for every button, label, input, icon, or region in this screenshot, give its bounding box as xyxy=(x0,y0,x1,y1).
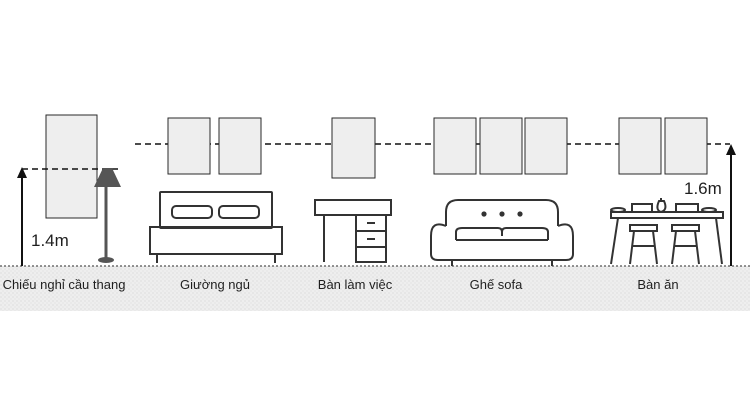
stair-height-arrow xyxy=(17,167,27,266)
sofa-frame xyxy=(479,117,523,175)
sofa-frame xyxy=(524,117,568,175)
dining-frame xyxy=(618,117,662,175)
desk-icon xyxy=(314,199,392,263)
dining-height-value: 1.6m xyxy=(684,179,722,198)
bedroom-frame xyxy=(167,117,211,175)
dining-height-arrow xyxy=(726,144,736,266)
floor-lamp-icon xyxy=(94,168,121,263)
label-dining: Bàn ăn xyxy=(637,277,678,292)
label-bedroom: Giường ngủ xyxy=(180,277,250,292)
sofa-icon xyxy=(430,199,574,266)
sofa-section xyxy=(430,117,574,266)
dining-table-icon xyxy=(610,198,724,265)
floor-band xyxy=(0,266,750,311)
bedroom-section xyxy=(149,117,283,263)
label-desk: Bàn làm việc xyxy=(318,277,393,292)
bedroom-frame xyxy=(218,117,262,175)
stair-height-value: 1.4m xyxy=(31,231,69,250)
label-sofa: Ghế sofa xyxy=(470,277,524,292)
desk-frame xyxy=(331,117,376,179)
stair-frame xyxy=(45,114,98,219)
dining-frame xyxy=(664,117,708,175)
dining-section xyxy=(610,117,736,266)
sofa-frame xyxy=(433,117,477,175)
label-stair-landing: Chiếu nghỉ cầu thang xyxy=(3,277,126,292)
desk-section xyxy=(314,117,392,263)
stair-landing-section xyxy=(17,114,122,266)
bed-icon xyxy=(149,191,283,263)
